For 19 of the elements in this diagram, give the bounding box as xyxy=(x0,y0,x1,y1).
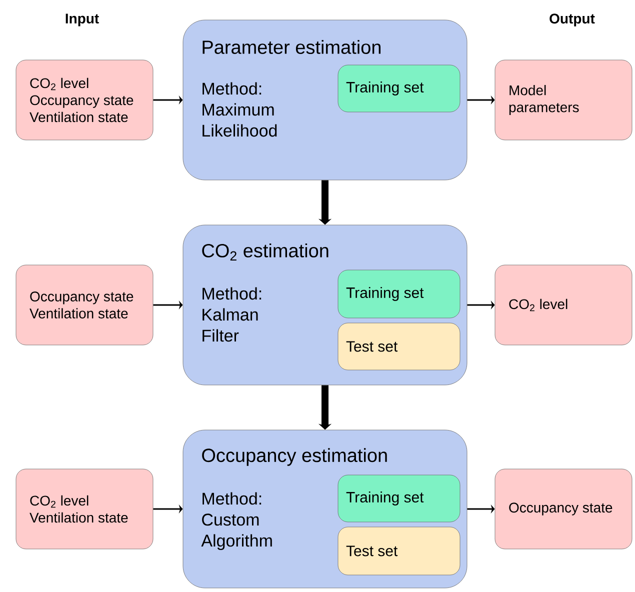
io-box: Occupancy state Ventilation state xyxy=(16,264,154,346)
test-set-box: Test set xyxy=(338,322,460,370)
stage-title: Occupancy estimation xyxy=(202,448,387,466)
training-set-box: Training set xyxy=(338,270,460,318)
stage-title: CO$_{2}$ estimation xyxy=(202,243,328,261)
io-box: CO$_{2}$ level Ventilation state xyxy=(16,468,154,550)
method-text: Method: Kalman Filter xyxy=(202,287,262,342)
io-box: Model parameters xyxy=(494,60,632,140)
method-text: Method: Maximum Likelihood xyxy=(202,82,277,137)
io-box: Occupancy state xyxy=(494,468,632,550)
stage-title: Parameter estimation xyxy=(202,40,380,54)
training-set-box: Training set xyxy=(338,64,460,112)
io-box: CO$_{2}$ level xyxy=(494,264,632,346)
column-heading: Input xyxy=(66,14,99,26)
test-set-box: Test set xyxy=(338,526,460,576)
io-box: CO$_{2}$ level Occupancy state Ventilation state xyxy=(16,60,154,140)
column-heading: Output xyxy=(550,14,595,26)
training-set-box: Training set xyxy=(338,474,460,522)
method-text: Method: Custom Algorithm xyxy=(201,492,272,550)
